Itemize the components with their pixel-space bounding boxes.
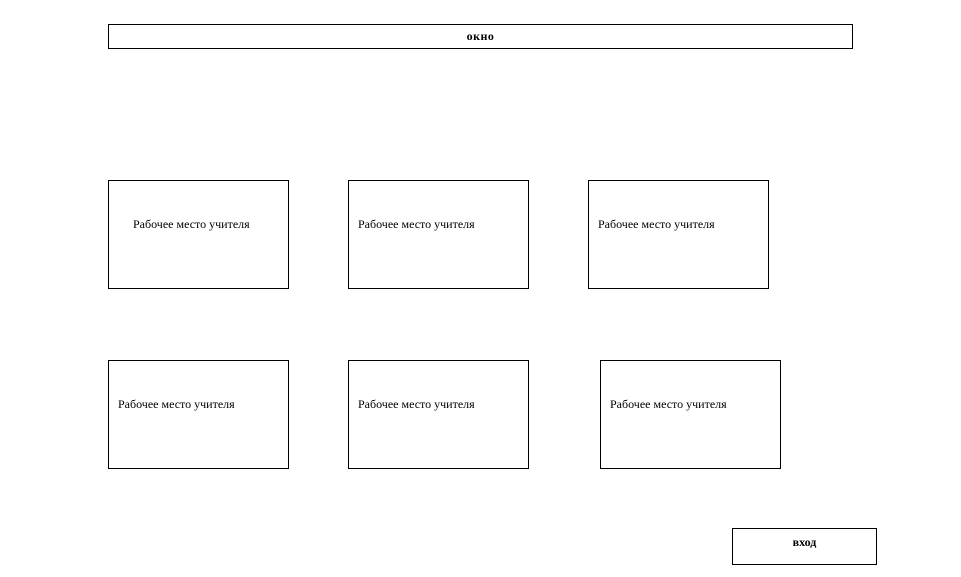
teacher-desk-label: Рабочее место учителя (358, 397, 475, 411)
window-label: окно (466, 29, 495, 43)
teacher-desk-label: Рабочее место учителя (133, 217, 250, 231)
entrance-label: вход (792, 535, 817, 549)
window-label-box: окно (108, 24, 853, 49)
teacher-desk-5: Рабочее место учителя (348, 360, 529, 469)
teacher-desk-2: Рабочее место учителя (348, 180, 529, 289)
entrance-box: вход (732, 528, 877, 565)
teacher-desk-3: Рабочее место учителя (588, 180, 769, 289)
teacher-desk-label: Рабочее место учителя (118, 397, 235, 411)
teacher-desk-label: Рабочее место учителя (610, 397, 727, 411)
teacher-desk-4: Рабочее место учителя (108, 360, 289, 469)
teacher-desk-label: Рабочее место учителя (598, 217, 715, 231)
teacher-desk-label: Рабочее место учителя (358, 217, 475, 231)
teacher-desk-1: Рабочее место учителя (108, 180, 289, 289)
teacher-desk-6: Рабочее место учителя (600, 360, 781, 469)
